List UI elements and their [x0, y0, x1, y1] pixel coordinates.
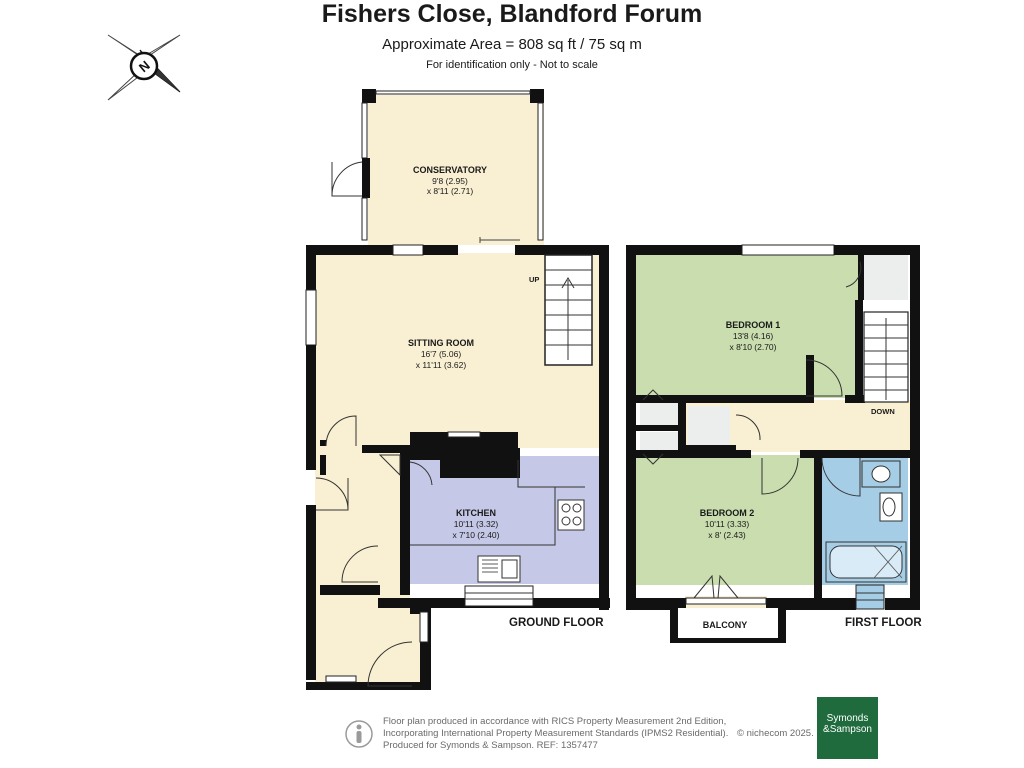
bedroom1-label: BEDROOM 1 — [726, 320, 781, 330]
balcony-label: BALCONY — [703, 620, 748, 630]
sitting-room-dim1: 16'7 (5.06) — [421, 349, 462, 359]
footer-line-3: Produced for Symonds & Sampson. REF: 135… — [383, 740, 598, 751]
balcony-area — [670, 608, 786, 643]
cupboard-1 — [640, 400, 678, 425]
kitchen-units — [409, 460, 585, 583]
kitchen-label: KITCHEN — [456, 508, 496, 518]
footer-disclaimer: Floor plan produced in accordance with R… — [383, 716, 733, 752]
agent-logo: Symonds &Sampson — [817, 697, 878, 759]
footer-line-1: Floor plan produced in accordance with R… — [383, 716, 727, 727]
logo-line-2: &Sampson — [823, 724, 872, 735]
kitchen-dim2: x 7'10 (2.40) — [453, 530, 500, 540]
conservatory-room — [368, 95, 544, 245]
ground-floor-label: GROUND FLOOR — [509, 617, 604, 629]
conservatory-dim1: 9'8 (2.95) — [432, 176, 468, 186]
bedroom2-dim2: x 8' (2.43) — [708, 530, 746, 540]
cupboard-3 — [688, 406, 730, 448]
footer-line-2: Incorporating International Property Mea… — [383, 728, 729, 739]
copyright: © nichecom 2025. — [737, 728, 814, 739]
sitting-room-dim2: x 11'11 (3.62) — [416, 360, 467, 370]
bedroom1-dim1: 13'8 (4.16) — [733, 331, 774, 341]
sitting-room-label: SITTING ROOM — [408, 338, 474, 348]
bathroom-fixtures — [825, 460, 907, 583]
conservatory-label: CONSERVATORY — [413, 165, 487, 175]
conservatory-window-top — [375, 90, 531, 95]
bedroom1-room — [634, 253, 858, 398]
bedroom1-dim2: x 8'10 (2.70) — [730, 342, 777, 352]
hob-icon — [557, 499, 585, 531]
stairs-up — [544, 254, 593, 366]
ground-floor-plan: CONSERVATORY 9'8 (2.95) x 8'11 (2.71) SI… — [305, 89, 610, 690]
rics-icon — [345, 720, 373, 748]
cupboard-2 — [640, 432, 678, 454]
area-subtitle: Approximate Area = 808 sq ft / 75 sq m — [382, 36, 642, 53]
conservatory-dim2: x 8'11 (2.71) — [427, 186, 474, 196]
stairs-down-label: DOWN — [871, 407, 895, 416]
bedroom2-dim1: 10'11 (3.33) — [705, 519, 750, 529]
porch — [315, 598, 420, 682]
stairs-up-label: UP — [529, 275, 539, 284]
logo-line-1: Symonds — [826, 713, 869, 724]
first-floor-label: FIRST FLOOR — [845, 617, 922, 629]
hallway — [315, 448, 410, 598]
storage-cupboard — [858, 253, 908, 300]
bedroom2-room — [634, 455, 814, 585]
compass-icon: N — [107, 34, 181, 101]
scale-note: For identification only - Not to scale — [426, 59, 598, 71]
bedroom2-label: BEDROOM 2 — [700, 508, 755, 518]
first-floor-plan: BEDROOM 1 13'8 (4.16) x 8'10 (2.70) BEDR… — [626, 244, 922, 643]
toilet-icon — [871, 465, 891, 483]
stairs-down — [863, 311, 909, 403]
page-title: Fishers Close, Blandford Forum — [321, 0, 703, 28]
kitchen-dim1: 10'11 (3.32) — [454, 519, 499, 529]
